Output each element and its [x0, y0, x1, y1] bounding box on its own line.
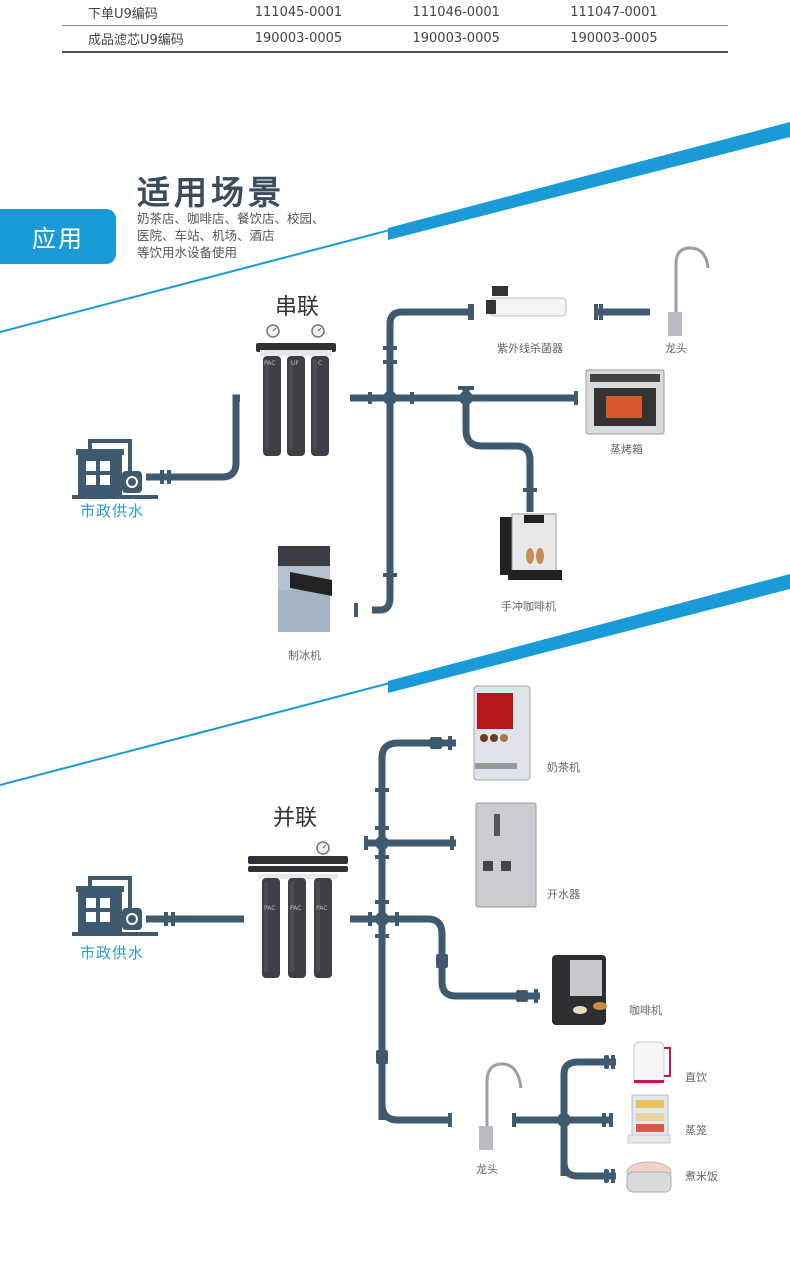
series-pipe-joints — [160, 304, 603, 617]
device-label-rice-cooker: 煮米饭 — [685, 1170, 718, 1183]
cell: 190003-0005 — [570, 25, 728, 53]
faucet-image-top — [668, 246, 710, 336]
cell: 111047-0001 — [570, 0, 728, 26]
section-title: 适用场景 — [137, 173, 285, 212]
description-line: 奶茶店、咖啡店、餐饮店、校园、 — [137, 211, 325, 226]
filter-label: UF — [291, 360, 299, 367]
parallel-filter-unit — [248, 841, 348, 978]
filter-label: C — [318, 360, 323, 367]
device-label-steam-oven: 蒸烤箱 — [610, 443, 643, 456]
description-line: 等饮用水设备使用 — [137, 245, 238, 260]
cell: 190003-0005 — [412, 25, 571, 53]
device-label-faucet: 龙头 — [665, 342, 687, 355]
device-label-pour-over-coffee: 手冲咖啡机 — [501, 600, 556, 613]
accent-stripe-top — [0, 122, 790, 333]
filter-label: PAC — [264, 360, 276, 367]
milk-tea-machine-image — [473, 685, 531, 781]
parallel-pipes — [146, 739, 616, 1180]
spec-table: 下单U9编码 111045-0001 111046-0001 111047-00… — [62, 0, 728, 53]
device-label-uv-sterilizer: 紫外线杀菌器 — [497, 342, 563, 355]
filter-label: PAC — [264, 905, 276, 912]
supply-building-icon-2 — [70, 876, 160, 938]
cell: 111045-0001 — [254, 0, 413, 26]
table-row: 成品滤芯U9编码 190003-0005 190003-0005 190003-… — [62, 25, 728, 53]
device-label-water-boiler: 开水器 — [547, 888, 580, 901]
rice-cooker-image — [626, 1161, 672, 1193]
coffee-machine-image — [552, 955, 607, 1025]
table-row: 下单U9编码 111045-0001 111046-0001 111047-00… — [62, 0, 728, 26]
description-line: 医院、车站、机场、酒店 — [137, 228, 275, 243]
faucet-image-bottom — [479, 1062, 523, 1150]
ice-machine-image — [278, 546, 332, 632]
filter-label: PAC — [316, 905, 328, 912]
device-label-milk-tea-machine: 奶茶机 — [547, 761, 580, 774]
series-title: 串联 — [275, 295, 320, 320]
parallel-pipe-joints — [164, 736, 615, 1183]
kettle-image — [633, 1041, 671, 1085]
accent-stripe-bottom — [0, 574, 790, 786]
series-filter-unit — [256, 324, 336, 456]
device-label-steamer: 蒸笼 — [685, 1124, 707, 1137]
device-label-ice-machine: 制冰机 — [288, 649, 321, 662]
supply-building-icon — [70, 439, 160, 501]
row-label: 成品滤芯U9编码 — [62, 25, 255, 53]
uv-sterilizer-image — [486, 286, 567, 317]
cell: 190003-0005 — [254, 25, 413, 53]
parallel-title: 并联 — [273, 806, 318, 831]
cell: 111046-0001 — [412, 0, 571, 26]
steam-oven-image — [585, 369, 665, 435]
filter-label: PAC — [290, 905, 302, 912]
coffee-machine-image-top — [500, 513, 562, 580]
application-badge: 应用 — [0, 209, 116, 264]
device-label-coffee-machine: 咖啡机 — [629, 1004, 662, 1017]
section-description: 奶茶店、咖啡店、餐饮店、校园、 医院、车站、机场、酒店 等饮用水设备使用 — [137, 210, 377, 261]
parallel-supply-label: 市政供水 — [80, 944, 145, 962]
steamer-image — [627, 1094, 671, 1144]
water-boiler-image — [475, 802, 537, 908]
device-label-faucet-2: 龙头 — [476, 1163, 498, 1176]
device-label-direct-drink: 直饮 — [685, 1071, 707, 1084]
series-supply-label: 市政供水 — [80, 502, 145, 520]
row-label: 下单U9编码 — [62, 0, 255, 26]
series-pipes — [146, 308, 650, 614]
